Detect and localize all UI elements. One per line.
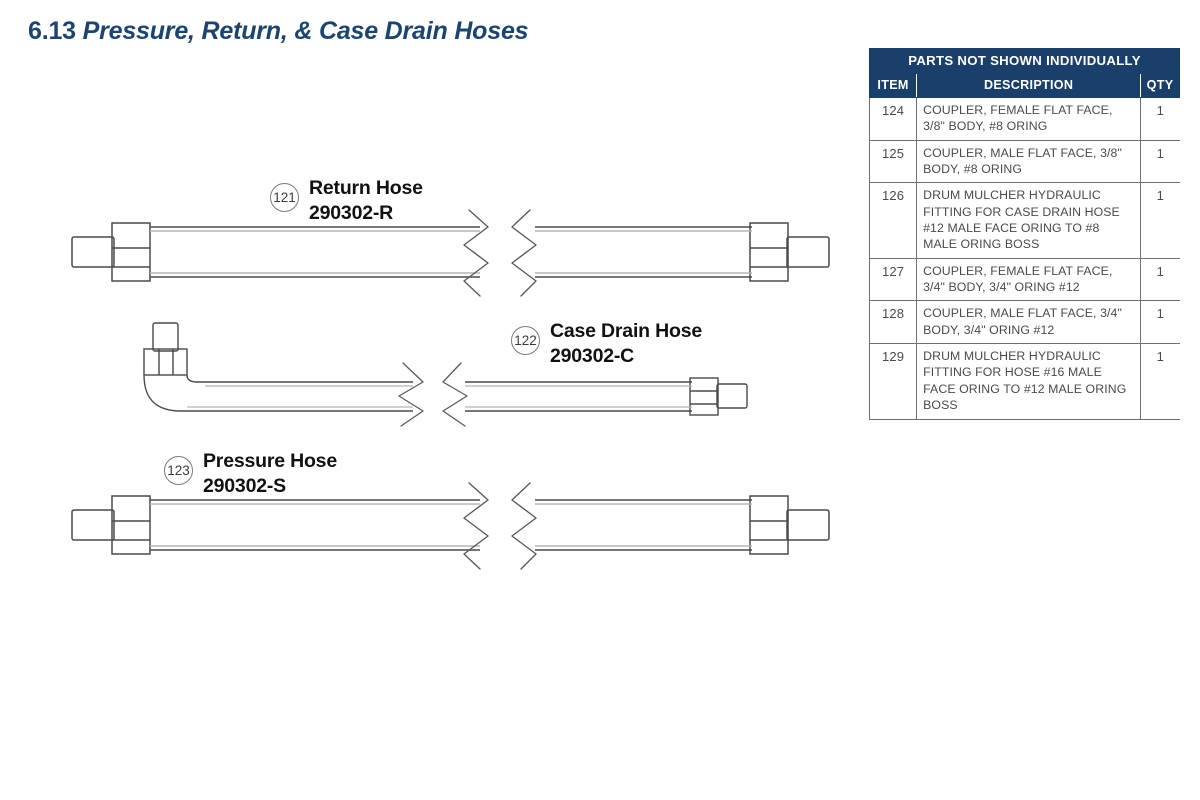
callout-label-123: Pressure Hose 290302-S bbox=[203, 449, 337, 499]
callout-bubble-121: 121 bbox=[270, 183, 299, 212]
cell-description: COUPLER, FEMALE FLAT FACE, 3/4" BODY, 3/… bbox=[916, 257, 1142, 302]
page-title-section: 6.13 bbox=[28, 17, 83, 45]
table-row: 124 COUPLER, FEMALE FLAT FACE, 3/8" BODY… bbox=[868, 97, 1180, 141]
callout-bubble-122: 122 bbox=[511, 326, 540, 355]
callout-label-122: Case Drain Hose 290302-C bbox=[550, 319, 702, 369]
column-header-item: ITEM bbox=[868, 73, 918, 98]
parts-table-title-row: PARTS NOT SHOWN INDIVIDUALLY bbox=[869, 48, 1180, 74]
cell-item: 127 bbox=[868, 257, 918, 302]
table-row: 129 DRUM MULCHER HYDRAULIC FITTING FOR H… bbox=[868, 343, 1180, 420]
callout-partnumber-123: 290302-S bbox=[203, 474, 286, 497]
column-header-qty: QTY bbox=[1140, 73, 1180, 98]
callout-name-123: Pressure Hose bbox=[203, 450, 337, 472]
callout-partnumber-121: 290302-R bbox=[309, 201, 394, 224]
hose-drawings-canvas: 121 Return Hose 290302-R bbox=[71, 176, 830, 570]
parts-table-body: 124 COUPLER, FEMALE FLAT FACE, 3/8" BODY… bbox=[868, 97, 1180, 420]
callout-label-121: Return Hose 290302-R bbox=[309, 176, 423, 226]
cell-item: 129 bbox=[868, 343, 918, 420]
pressure-hose-drawing bbox=[71, 482, 830, 570]
table-row: 125 COUPLER, MALE FLAT FACE, 3/8" BODY, … bbox=[868, 139, 1180, 184]
case-drain-hose-drawing bbox=[143, 322, 748, 427]
cell-qty: 1 bbox=[1140, 257, 1180, 302]
cell-description: COUPLER, MALE FLAT FACE, 3/4" BODY, 3/4"… bbox=[916, 300, 1142, 345]
page-title: 6.13 Pressure, Return, & Case Drain Hose… bbox=[28, 17, 529, 46]
cell-item: 126 bbox=[868, 182, 918, 259]
cell-item: 128 bbox=[868, 300, 918, 345]
cell-description: COUPLER, FEMALE FLAT FACE, 3/8" BODY, #8… bbox=[916, 97, 1142, 141]
table-row: 126 DRUM MULCHER HYDRAULIC FITTING FOR C… bbox=[868, 182, 1180, 259]
parts-table-header-row: ITEM DESCRIPTION QTY bbox=[868, 73, 1180, 98]
cell-description: DRUM MULCHER HYDRAULIC FITTING FOR HOSE … bbox=[916, 343, 1142, 420]
cell-item: 125 bbox=[868, 139, 918, 184]
callout-partnumber-122: 290302-C bbox=[550, 344, 635, 367]
parts-table-title: PARTS NOT SHOWN INDIVIDUALLY bbox=[869, 48, 1180, 74]
page-title-name: Pressure, Return, & Case Drain Hoses bbox=[82, 17, 529, 45]
table-row: 127 COUPLER, FEMALE FLAT FACE, 3/4" BODY… bbox=[868, 257, 1180, 302]
column-header-description: DESCRIPTION bbox=[916, 73, 1142, 98]
parts-not-shown-table: PARTS NOT SHOWN INDIVIDUALLY ITEM DESCRI… bbox=[868, 48, 1180, 420]
callout-122: 122 Case Drain Hose 290302-C bbox=[511, 319, 702, 369]
cell-qty: 1 bbox=[1140, 182, 1180, 259]
cell-qty: 1 bbox=[1140, 343, 1180, 420]
table-row: 128 COUPLER, MALE FLAT FACE, 3/4" BODY, … bbox=[868, 300, 1180, 345]
callout-bubble-123: 123 bbox=[164, 456, 193, 485]
cell-qty: 1 bbox=[1140, 139, 1180, 184]
cell-qty: 1 bbox=[1140, 97, 1180, 141]
cell-item: 124 bbox=[868, 97, 918, 141]
callout-123: 123 Pressure Hose 290302-S bbox=[164, 449, 337, 499]
cell-qty: 1 bbox=[1140, 300, 1180, 345]
return-hose-drawing bbox=[71, 209, 830, 297]
cell-description: DRUM MULCHER HYDRAULIC FITTING FOR CASE … bbox=[916, 182, 1142, 259]
callout-name-121: Return Hose bbox=[309, 177, 423, 199]
cell-description: COUPLER, MALE FLAT FACE, 3/8" BODY, #8 O… bbox=[916, 139, 1142, 184]
callout-121: 121 Return Hose 290302-R bbox=[270, 176, 423, 226]
callout-name-122: Case Drain Hose bbox=[550, 320, 702, 342]
